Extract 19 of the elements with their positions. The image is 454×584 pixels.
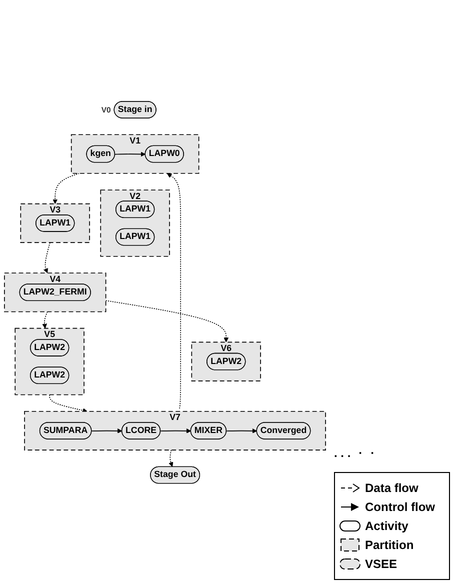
legend-label: VSEE	[365, 557, 398, 571]
arrow	[105, 300, 229, 342]
legend-label: Data flow	[365, 481, 418, 495]
arrow	[42, 310, 48, 328]
ellipsis-mark: ·	[370, 446, 375, 460]
legend-label: Control flow	[365, 500, 435, 514]
arrow	[49, 394, 88, 412]
arrow	[166, 172, 181, 410]
arrow	[226, 428, 258, 433]
ellipsis-mark: ·	[358, 446, 363, 460]
arrow	[168, 449, 174, 467]
ellipsis-mark: . . .	[334, 446, 351, 460]
legend-label: Activity	[365, 519, 408, 533]
arrow	[52, 172, 80, 204]
arrow	[160, 428, 192, 433]
arrow	[91, 428, 122, 433]
arrow	[114, 151, 146, 156]
legend-label: Partition	[365, 538, 414, 552]
arrow	[43, 242, 50, 273]
